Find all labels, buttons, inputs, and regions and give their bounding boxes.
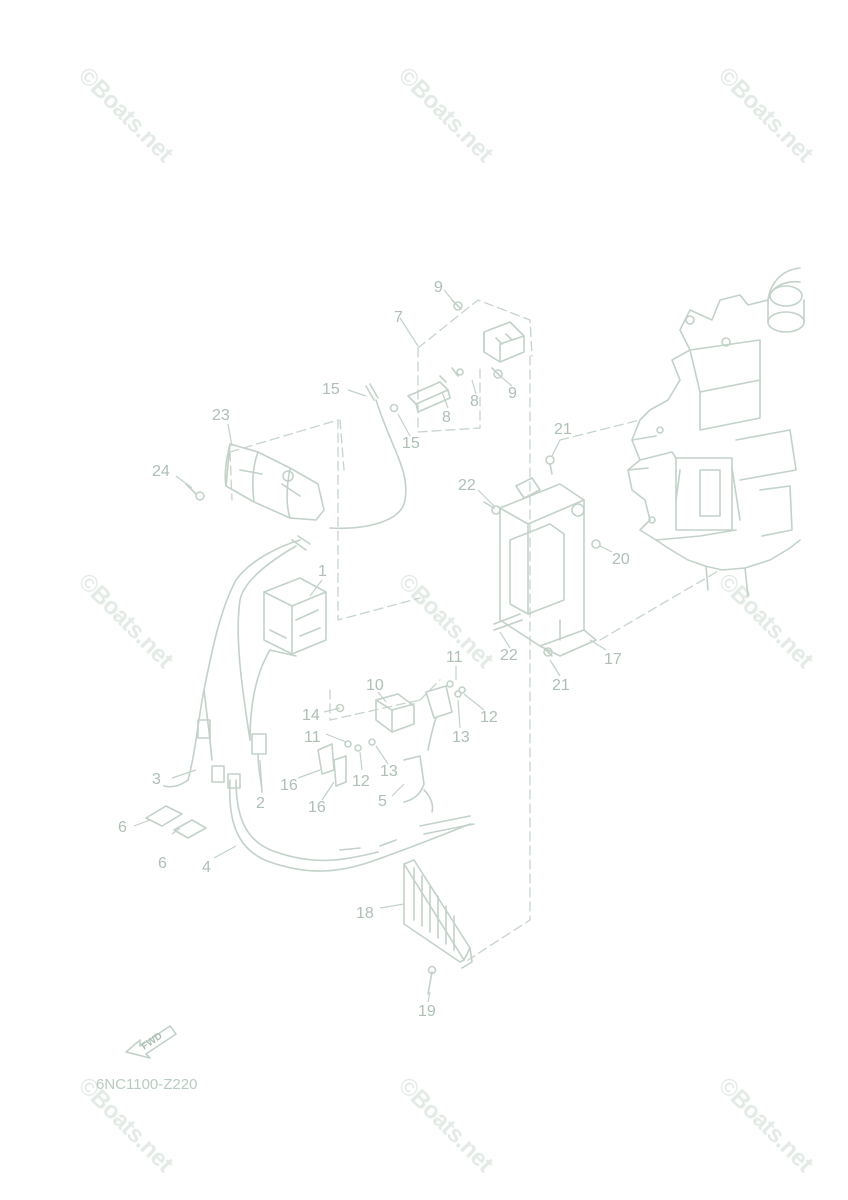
callout-7: 7 <box>394 309 403 326</box>
callout-6: 6 <box>158 855 167 872</box>
engine-block <box>627 267 805 597</box>
callout-15: 15 <box>322 381 340 398</box>
callout-3: 3 <box>152 771 161 788</box>
callout-13: 13 <box>380 763 398 780</box>
callout-11: 11 <box>304 729 321 746</box>
callout-21: 21 <box>554 421 572 438</box>
callout-17: 17 <box>604 651 622 668</box>
diagram-code: 6NC1100-Z220 <box>96 1076 198 1093</box>
callout-10: 10 <box>366 677 384 694</box>
wire-harness <box>163 535 311 793</box>
part-18-cover <box>403 859 473 969</box>
part-23-cover <box>224 443 325 521</box>
callout-9: 9 <box>434 279 443 296</box>
callout-5: 5 <box>378 793 387 810</box>
callout-2: 2 <box>256 795 265 812</box>
callout-19: 19 <box>418 1003 436 1020</box>
relay-cluster <box>317 680 466 813</box>
callout-21: 21 <box>552 677 570 694</box>
callout-20: 20 <box>612 551 630 568</box>
callout-6: 6 <box>118 819 127 836</box>
callout-11: 11 <box>446 649 463 666</box>
callout-8: 8 <box>442 409 451 426</box>
part-6-connectors <box>145 805 207 839</box>
small-bolts <box>451 299 601 657</box>
callout-numbers: 1234566788991011111212131314151516161718… <box>118 279 630 1020</box>
part-15-sensor <box>329 383 407 530</box>
callout-1: 1 <box>318 563 327 580</box>
part-1-module <box>263 577 327 655</box>
callout-15: 15 <box>402 435 420 452</box>
callout-9: 9 <box>508 385 517 402</box>
callout-8: 8 <box>470 393 479 410</box>
part-19-bolt <box>427 965 437 995</box>
callout-16: 16 <box>280 777 298 794</box>
callout-leaders <box>133 289 613 1003</box>
leader-lines <box>229 299 721 961</box>
callout-12: 12 <box>480 709 498 726</box>
fwd-arrow-icon <box>125 1025 177 1059</box>
part-17-plate <box>499 477 597 657</box>
callout-13: 13 <box>452 729 470 746</box>
callout-22: 22 <box>500 647 518 664</box>
part-7-bracket <box>407 321 525 413</box>
callout-24: 24 <box>152 463 170 480</box>
part-24-bolt <box>185 483 205 501</box>
callout-4: 4 <box>202 859 211 876</box>
callout-18: 18 <box>356 905 374 922</box>
callout-16: 16 <box>308 799 326 816</box>
callout-12: 12 <box>352 773 370 790</box>
callout-22: 22 <box>458 477 476 494</box>
callout-14: 14 <box>302 707 320 724</box>
callout-23: 23 <box>212 407 230 424</box>
part-4-harness <box>211 765 475 872</box>
